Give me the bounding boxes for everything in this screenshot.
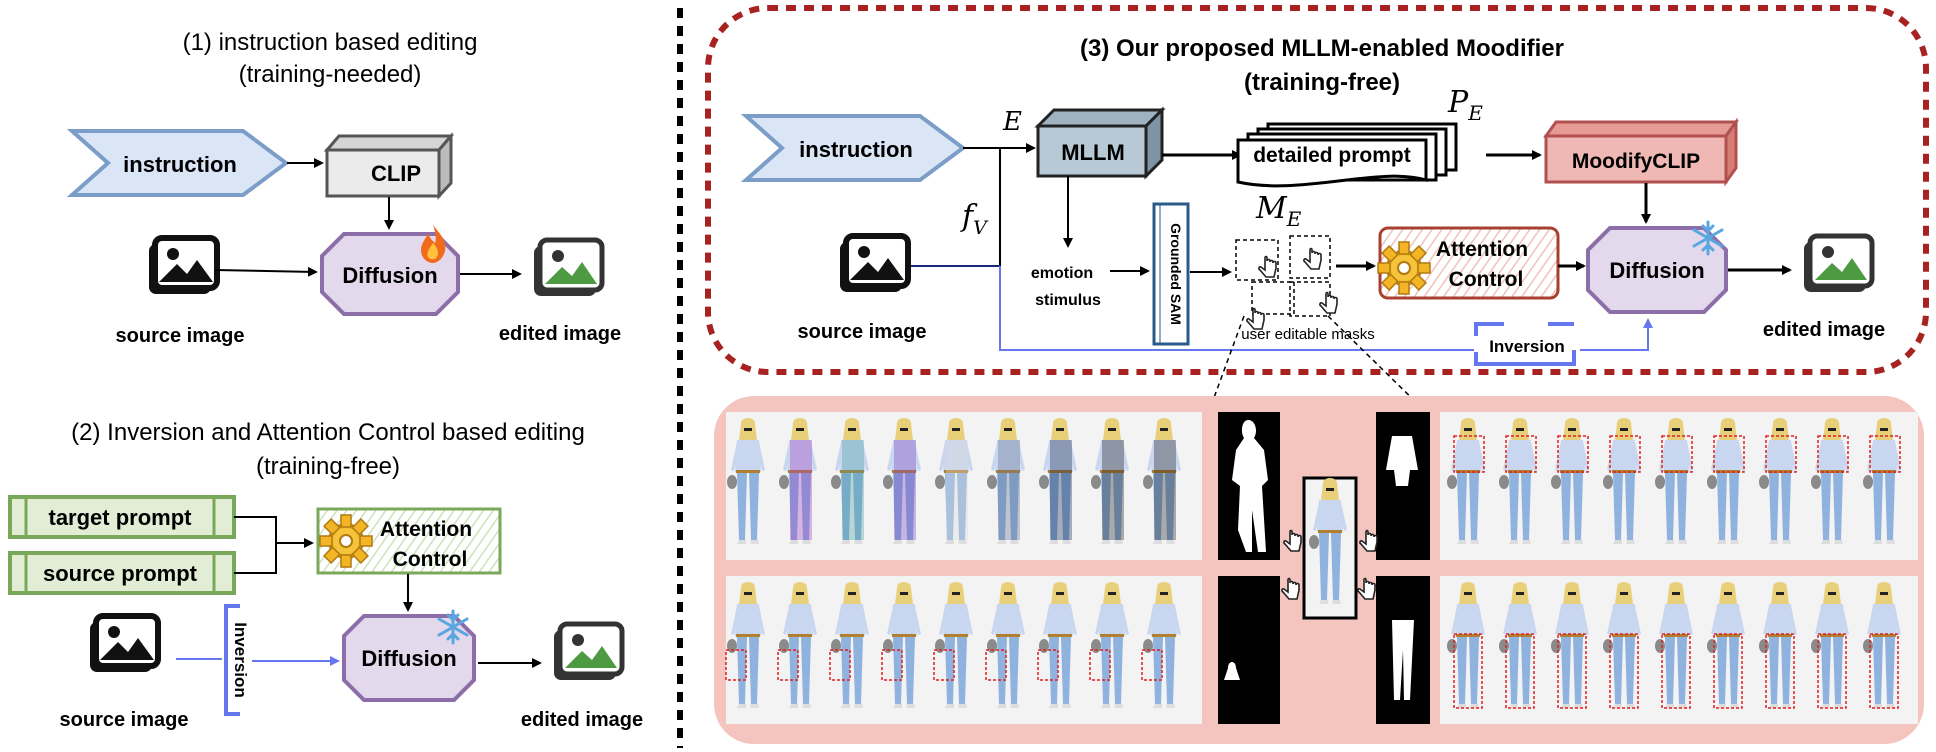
instruction-chevron-3 bbox=[740, 114, 967, 182]
mask-boxes bbox=[1235, 235, 1331, 317]
jeans-mask-boxes bbox=[1453, 633, 1899, 709]
panel-2-inversion-editing: (2) Inversion and Attention Control base… bbox=[8, 419, 643, 731]
hand-cursor-icon-2 bbox=[1303, 247, 1322, 270]
attention-label-3a: Attention bbox=[1436, 238, 1528, 261]
edited-image-icon-3 bbox=[1804, 236, 1872, 292]
source-image-label-2: source image bbox=[60, 709, 189, 731]
symbol-me-main: M bbox=[1255, 191, 1288, 226]
shirt-mask-boxes bbox=[1453, 435, 1901, 473]
target-prompt-label: target prompt bbox=[49, 505, 193, 530]
attention-label-3b: Control bbox=[1449, 268, 1524, 291]
attention-control-box-2: Attention Control bbox=[316, 507, 502, 575]
inversion-label-2: Inversion bbox=[231, 622, 250, 698]
detailed-prompt-label: detailed prompt bbox=[1253, 144, 1411, 167]
source-image-icon bbox=[149, 238, 217, 294]
target-prompt-box: target prompt bbox=[8, 495, 236, 539]
attention-label-2a: Attention bbox=[380, 518, 472, 541]
grounded-sam-label: Grounded SAM bbox=[1168, 223, 1184, 325]
instruction-label: instruction bbox=[123, 152, 237, 177]
panel-2-subtitle: (training-free) bbox=[256, 453, 400, 480]
attention-control-box-3: Attention Control bbox=[1377, 226, 1560, 300]
mask-handbag bbox=[1218, 576, 1280, 724]
user-editable-masks-label: user editable masks bbox=[1241, 326, 1374, 343]
source-prompt-box: source prompt bbox=[8, 551, 236, 595]
edited-image-icon bbox=[534, 240, 602, 296]
inversion-box-3 bbox=[1474, 322, 1576, 366]
symbol-fv: fV bbox=[960, 199, 989, 239]
symbol-pe-main: P bbox=[1447, 85, 1469, 120]
handbag-mask-boxes bbox=[725, 649, 1163, 681]
source-image-icon-3 bbox=[840, 236, 908, 292]
symbol-me: ME bbox=[1255, 191, 1302, 231]
panel-1-title: (1) instruction based editing bbox=[183, 29, 478, 56]
grounded-sam-box: Grounded SAM bbox=[1152, 202, 1190, 346]
instruction-chevron bbox=[66, 129, 290, 197]
diffusion-label: Diffusion bbox=[342, 263, 437, 288]
symbol-pe-sub: E bbox=[1467, 101, 1483, 125]
panel-3-title: (3) Our proposed MLLM-enabled Moodifier bbox=[1080, 35, 1564, 62]
panel-3-dashed-frame bbox=[705, 5, 1929, 375]
moodifyclip-label: MoodifyCLIP bbox=[1572, 150, 1700, 173]
source-image-icon-2 bbox=[90, 616, 158, 672]
mllm-label: MLLM bbox=[1061, 140, 1125, 165]
panel-1-instruction-editing: (1) instruction based editing (training-… bbox=[66, 29, 621, 347]
gallery-tints-top-left bbox=[790, 440, 1176, 540]
diffusion-label-2: Diffusion bbox=[361, 646, 456, 671]
edited-image-label-2: edited image bbox=[521, 709, 643, 731]
edited-image-label: edited image bbox=[499, 323, 621, 345]
inversion-label-3: Inversion bbox=[1489, 337, 1565, 356]
source-image-label-3: source image bbox=[798, 321, 927, 343]
instruction-label-3: instruction bbox=[799, 137, 913, 162]
source-image-label: source image bbox=[116, 325, 245, 347]
panel-1-subtitle: (training-needed) bbox=[239, 61, 422, 88]
edited-image-icon-2 bbox=[554, 624, 622, 680]
panel-3-moodifier: (3) Our proposed MLLM-enabled Moodifier … bbox=[705, 5, 1929, 415]
edited-image-label-3: edited image bbox=[1763, 319, 1885, 341]
stimulus-label: stimulus bbox=[1035, 292, 1101, 309]
panel-3-subtitle: (training-free) bbox=[1244, 69, 1400, 96]
moodifyclip-box: MoodifyCLIP bbox=[1543, 117, 1739, 187]
detailed-prompt-stack: detailed prompt bbox=[1236, 122, 1458, 188]
clip-label: CLIP bbox=[371, 161, 421, 186]
emotion-label: emotion bbox=[1031, 265, 1093, 282]
clip-box: CLIP bbox=[323, 131, 455, 200]
diffusion-label-3: Diffusion bbox=[1609, 258, 1704, 283]
symbol-e: E bbox=[1002, 107, 1022, 137]
panel-2-title: (2) Inversion and Attention Control base… bbox=[71, 419, 585, 446]
symbol-fv-sub: V bbox=[973, 217, 989, 239]
symbol-pe: PE bbox=[1447, 85, 1483, 125]
symbol-me-sub: E bbox=[1286, 207, 1302, 231]
mllm-box: MLLM bbox=[1034, 106, 1166, 180]
source-prompt-label: source prompt bbox=[43, 561, 198, 586]
attention-label-2b: Control bbox=[393, 548, 468, 571]
hand-cursor-icon-1 bbox=[1258, 255, 1277, 278]
results-gallery bbox=[714, 396, 1924, 744]
hand-cursor-icon-4 bbox=[1319, 291, 1338, 314]
flame-icon bbox=[421, 225, 446, 263]
